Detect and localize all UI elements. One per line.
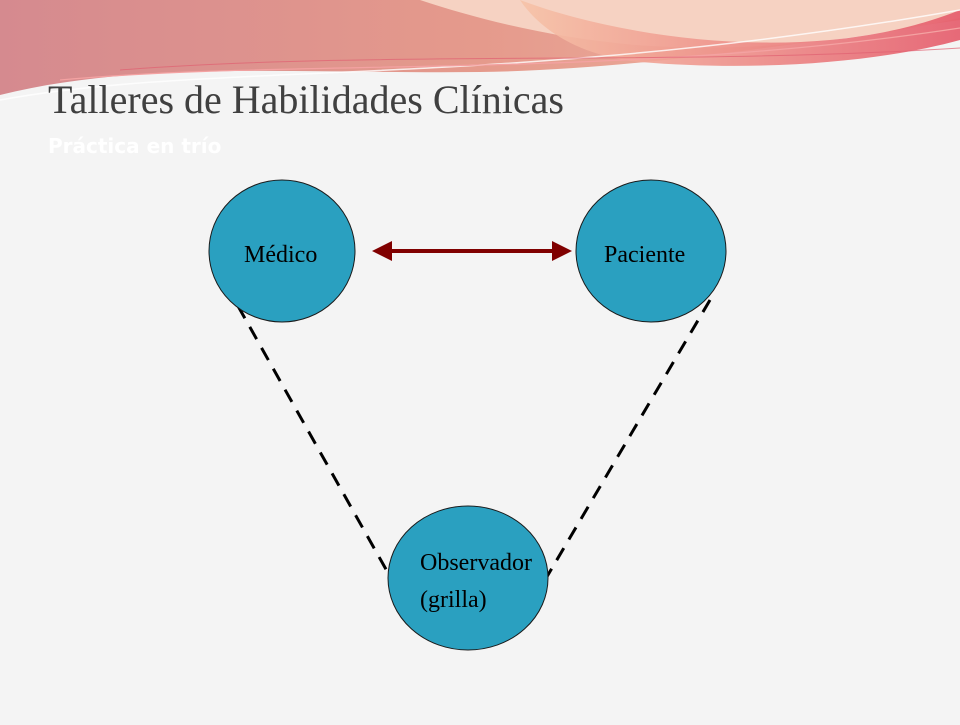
slide-subtitle: Práctica en trío	[48, 134, 222, 158]
node-label-observador-line1: Observador	[420, 550, 532, 576]
slide-title: Talleres de Habilidades Clínicas	[48, 77, 564, 122]
node-label-paciente: Paciente	[604, 242, 685, 268]
node-medico	[208, 179, 356, 323]
dashed-line-paciente-observador	[543, 299, 712, 581]
node-label-observador-line2: (grilla)	[420, 587, 487, 613]
node-label-medico: Médico	[244, 242, 317, 268]
node-paciente	[575, 179, 727, 323]
node-observador	[387, 505, 549, 651]
header-banner	[0, 0, 960, 101]
dashed-line-medico-observador	[236, 305, 394, 581]
